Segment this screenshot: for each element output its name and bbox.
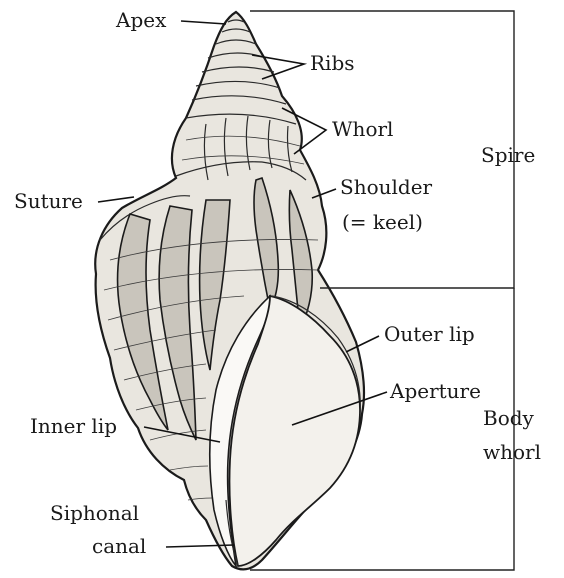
label-outer-lip: Outer lip bbox=[384, 322, 475, 346]
leader-suture bbox=[98, 197, 134, 202]
label-keel: (= keel) bbox=[342, 210, 423, 234]
label-inner-lip: Inner lip bbox=[30, 414, 117, 438]
label-spire: Spire bbox=[481, 143, 535, 167]
label-suture: Suture bbox=[14, 189, 83, 213]
shell-illustration bbox=[95, 12, 364, 569]
label-siphonal-line1: Siphonal bbox=[50, 501, 139, 525]
label-ribs: Ribs bbox=[310, 51, 355, 75]
label-apex: Apex bbox=[115, 8, 167, 32]
label-whorl: Whorl bbox=[332, 117, 393, 141]
leader-apex bbox=[181, 21, 226, 24]
label-siphonal-line2: canal bbox=[92, 534, 146, 558]
label-shoulder: Shoulder bbox=[340, 175, 433, 199]
label-body-whorl-line2: whorl bbox=[483, 440, 541, 464]
label-body-whorl-line1: Body bbox=[483, 406, 535, 430]
label-aperture: Aperture bbox=[389, 379, 481, 403]
